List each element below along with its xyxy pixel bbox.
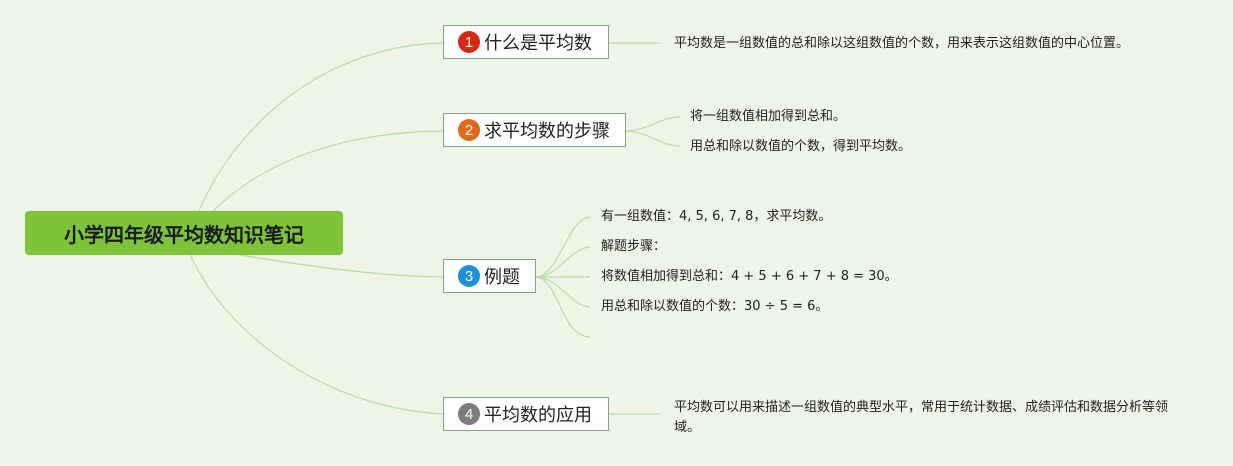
- branch-applications[interactable]: 4 平均数的应用: [443, 397, 609, 431]
- leaf-example-divide: 用总和除以数值的个数：30 ÷ 5 = 6。: [601, 299, 829, 314]
- connector-root-branch-3: [239, 254, 444, 278]
- branch-example[interactable]: 3 例题: [443, 259, 536, 293]
- connector-branch-2-leaf-2: [625, 130, 681, 147]
- root-topic[interactable]: 小学四年级平均数知识笔记: [25, 211, 343, 255]
- connector-root-branch-4: [189, 254, 444, 415]
- leaf-definition: 平均数是一组数值的总和除以这组数值的个数，用来表示这组数值的中心位置。: [674, 36, 1130, 51]
- number-badge-icon: 2: [458, 119, 480, 141]
- connector-root-branch-1: [189, 42, 444, 234]
- connector-branch-3-leaf-2: [535, 246, 591, 278]
- branch-label: 什么是平均数: [484, 33, 592, 54]
- number-badge-icon: 4: [458, 403, 480, 425]
- branch-what-is-average[interactable]: 1 什么是平均数: [443, 25, 609, 59]
- number-badge-icon: 1: [458, 31, 480, 53]
- connector-branch-3-leaf-5: [535, 276, 591, 338]
- leaf-example-question: 有一组数值：4, 5, 6, 7, 8，求平均数。: [601, 209, 832, 224]
- branch-label: 求平均数的步骤: [484, 121, 610, 142]
- number-badge-icon: 3: [458, 265, 480, 287]
- branch-label: 例题: [484, 267, 520, 288]
- connector-branch-3-leaf-1: [535, 216, 591, 278]
- root-topic-label: 小学四年级平均数知识笔记: [64, 222, 304, 247]
- leaf-example-sum: 将数值相加得到总和：4 + 5 + 6 + 7 + 8 = 30。: [601, 269, 898, 284]
- branch-steps[interactable]: 2 求平均数的步骤: [443, 113, 626, 147]
- connector-branch-3-leaf-4: [535, 276, 591, 308]
- leaf-step-2: 用总和除以数值的个数，得到平均数。: [690, 139, 912, 154]
- branch-label: 平均数的应用: [484, 405, 592, 426]
- leaf-applications: 平均数可以用来描述一组数值的典型水平，常用于统计数据、成绩评估和数据分析等领域。: [674, 400, 1169, 435]
- leaf-example-steps-heading: 解题步骤：: [601, 239, 667, 254]
- leaf-step-1: 将一组数值相加得到总和。: [690, 109, 847, 124]
- connector-branch-2-leaf-1: [625, 116, 681, 132]
